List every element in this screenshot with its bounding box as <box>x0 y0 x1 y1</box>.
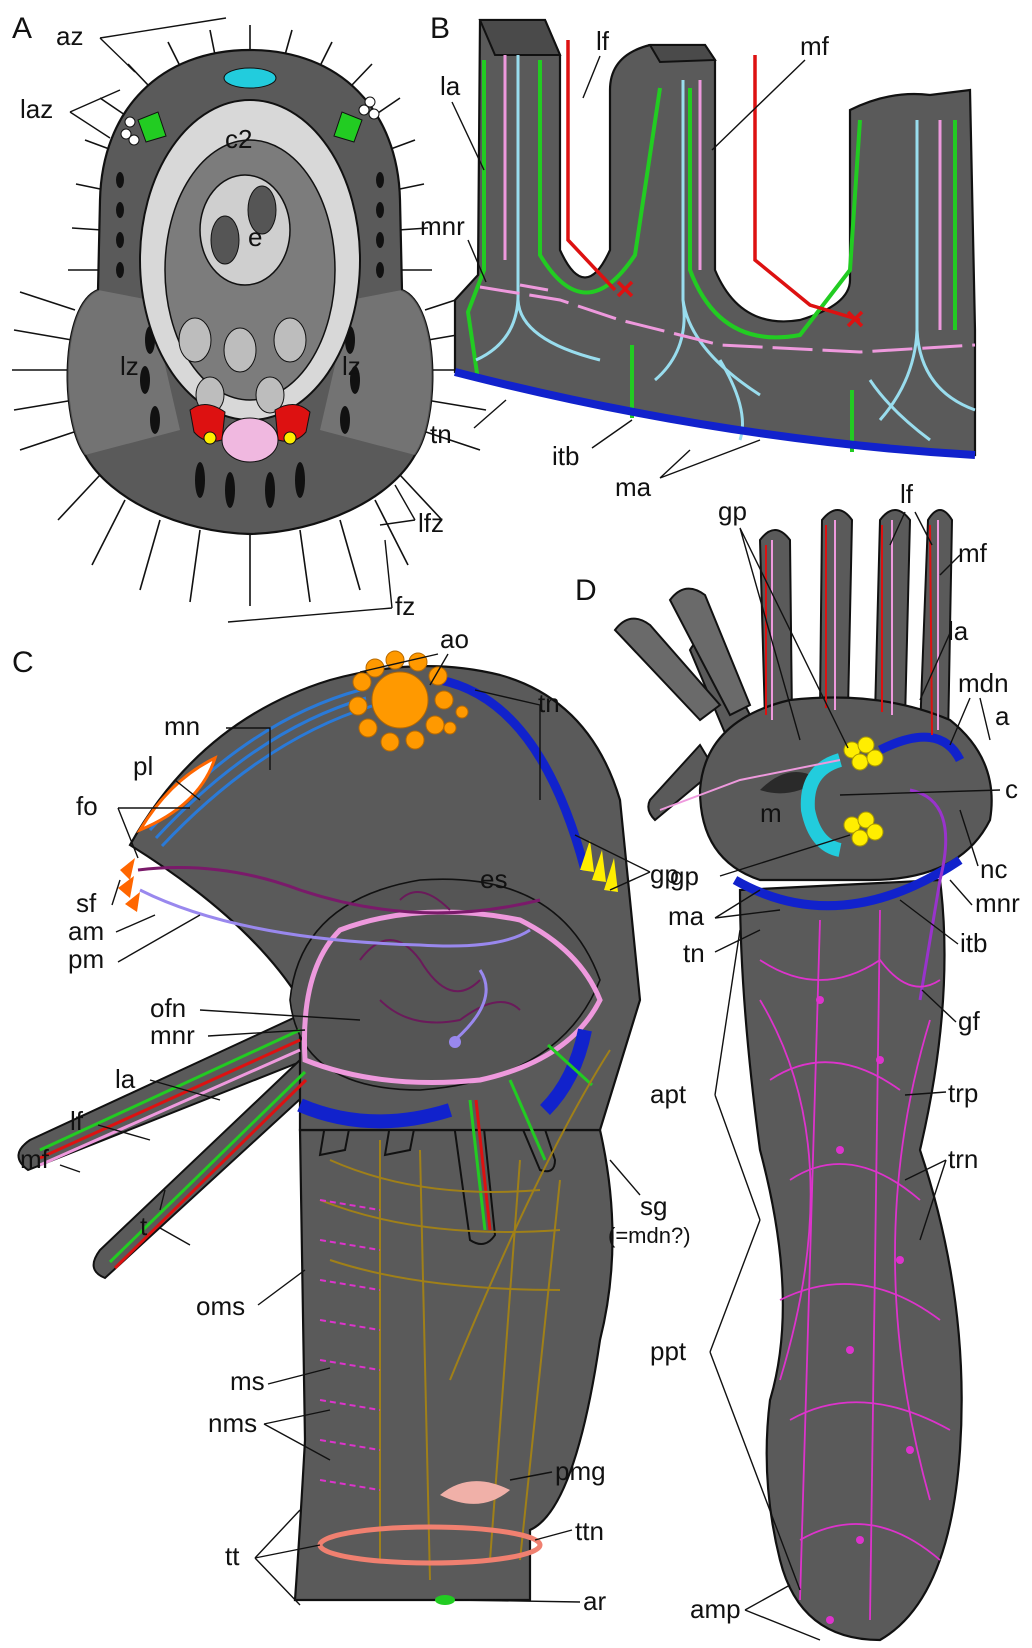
label-b-mnr: mnr <box>420 211 465 241</box>
label-b-la: la <box>440 71 461 101</box>
label-d-a: a <box>995 701 1010 731</box>
panel-c-label: C <box>12 646 34 679</box>
label-lz-right: lz <box>342 351 361 381</box>
leader-c-mf <box>60 1165 80 1172</box>
leader-c-am <box>116 915 155 932</box>
c-ar <box>435 1595 455 1605</box>
label-lz-left: lz <box>120 351 139 381</box>
label-laz: laz <box>20 94 53 124</box>
panel-a: A <box>12 12 488 622</box>
label-b-mf: mf <box>800 31 830 61</box>
leader-c-pm <box>118 915 200 962</box>
label-c-ar: ar <box>583 1586 606 1616</box>
label-d-m: m <box>760 798 782 828</box>
label-c-mf: mf <box>20 1144 50 1174</box>
panel-b: B <box>420 12 975 502</box>
label-c-pm: pm <box>68 944 104 974</box>
label-c-sf: sf <box>76 888 97 918</box>
leader-fz <box>228 540 392 622</box>
fold-top-2 <box>650 45 715 62</box>
label-b-ma: ma <box>615 472 652 502</box>
label-fz: fz <box>395 591 415 621</box>
label-c-fo: fo <box>76 791 98 821</box>
label-c-lf: lf <box>70 1106 84 1136</box>
leader-b-ma <box>660 440 760 478</box>
label-d-gp: gp <box>718 496 747 526</box>
label-d-gp2: gp <box>670 861 699 891</box>
leader-b-mf <box>712 60 805 150</box>
label-c-ofn: ofn <box>150 993 186 1023</box>
posterior-pink-cells <box>222 418 278 462</box>
label-c-sg: sg <box>640 1191 667 1221</box>
label-c-tn: tn <box>538 688 560 718</box>
leader-c-sf <box>112 880 120 905</box>
panel-b-label: B <box>430 12 450 45</box>
leader-d-mnr <box>950 880 972 905</box>
label-az: az <box>56 21 83 51</box>
label-b-lf: lf <box>596 26 610 56</box>
label-d-ppt: ppt <box>650 1336 687 1366</box>
label-c-am: am <box>68 916 104 946</box>
label-c-sg-note: (=mdn?) <box>608 1223 691 1248</box>
label-e: e <box>248 222 262 252</box>
label-d-ma: ma <box>668 901 705 931</box>
label-d-mf: mf <box>958 538 988 568</box>
label-c-es: es <box>480 864 507 894</box>
c-sensory-field <box>118 858 140 912</box>
label-c-oms: oms <box>196 1291 245 1321</box>
label-c-nms: nms <box>208 1408 257 1438</box>
leader-b-itb <box>592 420 632 448</box>
leader-b-tn <box>474 400 506 428</box>
leader-c-oms <box>258 1270 305 1305</box>
label-d-mdn: mdn <box>958 668 1009 698</box>
d-ciliated-tentacles <box>615 589 750 720</box>
label-b-itb: itb <box>552 441 579 471</box>
label-d-nc: nc <box>980 854 1007 884</box>
leader-laz <box>70 90 120 138</box>
label-c2: c2 <box>225 124 252 154</box>
label-c-t: t <box>140 1211 148 1241</box>
leader-b-lf <box>583 56 600 98</box>
label-d-mnr: mnr <box>975 888 1020 918</box>
label-d-gf: gf <box>958 1006 980 1036</box>
label-c-mnr: mnr <box>150 1020 195 1050</box>
larva-embryo-nucleus-1 <box>211 216 239 264</box>
label-c-pmg: pmg <box>555 1456 606 1486</box>
label-d-tn: tn <box>683 938 705 968</box>
posterior-yellow-right <box>284 432 296 444</box>
label-c-ttn: ttn <box>575 1516 604 1546</box>
label-d-amp: amp <box>690 1594 741 1624</box>
label-d-trn: trn <box>948 1144 978 1174</box>
label-c-mn: mn <box>164 711 200 741</box>
panel-d-label: D <box>575 574 597 607</box>
posterior-yellow-left <box>204 432 216 444</box>
label-c-ms: ms <box>230 1366 265 1396</box>
fold-top-1 <box>480 20 560 55</box>
panel-d: D <box>575 479 1020 1640</box>
label-d-trp: trp <box>948 1078 978 1108</box>
label-d-la: la <box>948 616 969 646</box>
leader-c-sg <box>610 1160 640 1195</box>
label-d-lf: lf <box>900 479 914 509</box>
label-c-ao: ao <box>440 624 469 654</box>
label-d-c: c <box>1005 774 1018 804</box>
d-lophophore <box>700 698 992 881</box>
label-lfz: lfz <box>418 508 444 538</box>
label-c-la: la <box>115 1064 136 1094</box>
label-b-tn: tn <box>430 419 452 449</box>
label-d-itb: itb <box>960 928 987 958</box>
panel-c: C <box>12 624 691 1616</box>
label-c-pl: pl <box>133 751 153 781</box>
label-c-tt: tt <box>225 1541 240 1571</box>
panel-a-label: A <box>12 12 32 45</box>
apical-organ-cyan <box>224 68 276 88</box>
c-pm-end <box>449 1036 461 1048</box>
leader-c-ttn <box>535 1530 572 1540</box>
leader-c-ar <box>455 1600 580 1602</box>
label-d-apt: apt <box>650 1079 687 1109</box>
d-trunk <box>740 880 962 1640</box>
